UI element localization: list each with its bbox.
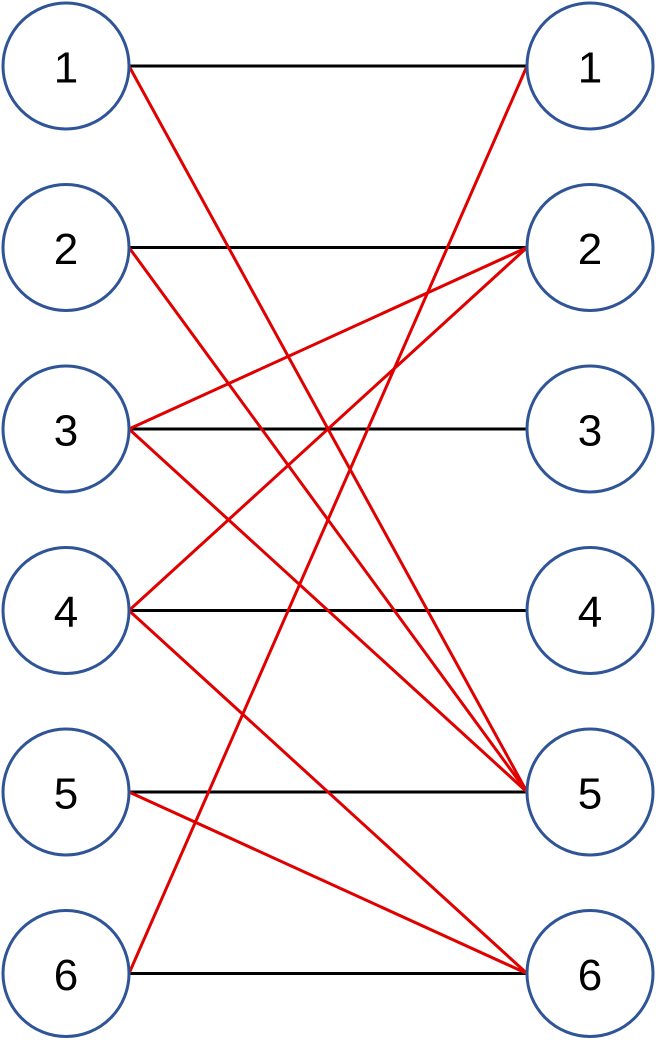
left-node-circle xyxy=(1,909,131,1038)
right-node-circle xyxy=(525,1,655,131)
right-node-4: 4 xyxy=(525,546,655,675)
left-node-4: 4 xyxy=(1,546,131,675)
right-node-label: 5 xyxy=(578,770,602,819)
left-node-label: 5 xyxy=(54,770,78,819)
left-node-label: 3 xyxy=(54,407,78,456)
edge-3-to-5 xyxy=(127,427,529,794)
left-node-3: 3 xyxy=(1,364,131,494)
edge-6-to-1 xyxy=(127,65,529,975)
right-node-circle xyxy=(525,183,655,312)
right-node-label: 4 xyxy=(578,588,602,637)
right-node-label: 2 xyxy=(578,225,602,274)
edge-4-to-2 xyxy=(127,246,529,612)
right-node-label: 6 xyxy=(578,951,602,1000)
right-node-2: 2 xyxy=(525,183,655,312)
right-node-label: 3 xyxy=(578,407,602,456)
edge-3-to-2 xyxy=(128,246,528,431)
left-node-circle xyxy=(1,546,131,675)
right-node-circle xyxy=(525,546,655,675)
left-node-circle xyxy=(1,364,131,494)
right-node-5: 5 xyxy=(525,727,655,857)
left-node-label: 4 xyxy=(54,588,78,637)
edge-5-to-6 xyxy=(128,790,528,975)
left-node-2: 2 xyxy=(1,183,131,312)
left-node-circle xyxy=(1,1,131,131)
left-node-label: 2 xyxy=(54,225,78,274)
right-node-3: 3 xyxy=(525,364,655,494)
right-node-1: 1 xyxy=(525,1,655,131)
left-node-6: 6 xyxy=(1,909,131,1038)
left-node-5: 5 xyxy=(1,727,131,857)
left-node-circle xyxy=(1,727,131,857)
right-node-label: 1 xyxy=(578,44,602,93)
right-node-6: 6 xyxy=(525,909,655,1038)
right-node-circle xyxy=(525,909,655,1038)
right-node-circle xyxy=(525,364,655,494)
left-node-label: 1 xyxy=(54,44,78,93)
left-node-circle xyxy=(1,183,131,312)
left-node-1: 1 xyxy=(1,1,131,131)
right-node-circle xyxy=(525,727,655,857)
left-node-label: 6 xyxy=(54,951,78,1000)
edge-4-to-6 xyxy=(127,609,529,975)
edge-layer xyxy=(127,64,529,975)
